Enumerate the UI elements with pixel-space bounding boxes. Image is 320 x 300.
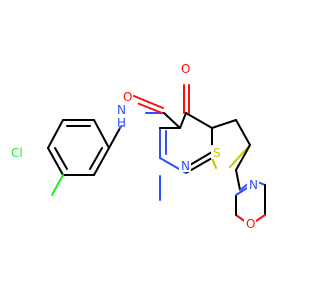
carbonyl-c-ring-bond — [163, 112, 181, 129]
c-cl-bond — [51, 174, 64, 196]
sulfur-label: S — [213, 146, 221, 160]
amide-co-bond-b — [133, 95, 164, 109]
ring-nitrogen-label: N — [181, 159, 190, 173]
amide-h-label: H — [117, 116, 126, 130]
ch2-bond — [235, 144, 251, 171]
benzyl-bond — [108, 127, 121, 149]
ch2-n-bond-a — [235, 169, 241, 191]
chlorine-label: Cl — [11, 146, 23, 160]
chemical-structure-diagram: Cl N H O O N S N O — [10, 61, 266, 231]
dihydrothiophene-ring — [211, 119, 251, 169]
amide-oxygen-label: O — [123, 90, 132, 104]
amide-nh-label: N — [117, 103, 126, 117]
chlorophenyl-ring — [47, 119, 110, 176]
pyridinone-ring — [159, 112, 213, 174]
morpholine-oxygen-label: O — [246, 217, 255, 231]
morpholine-nitrogen-label: N — [249, 178, 258, 192]
keto-oxygen-label: O — [181, 62, 190, 76]
